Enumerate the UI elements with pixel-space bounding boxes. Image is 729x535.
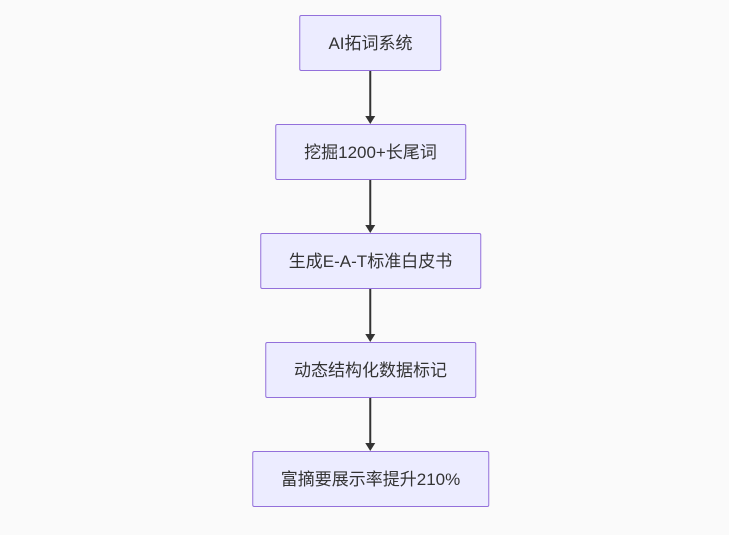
- flow-arrow-a-to-b: [365, 71, 376, 124]
- flow-node-b: 挖掘1200+长尾词: [275, 124, 466, 180]
- flow-node-e: 富摘要展示率提升210%: [251, 451, 490, 507]
- flow-node-d: 动态结构化数据标记: [264, 342, 476, 398]
- flow-arrow-c-to-d: [365, 289, 376, 342]
- flowchart: AI拓词系统挖掘1200+长尾词生成E-A-T标准白皮书动态结构化数据标记富摘要…: [251, 15, 490, 507]
- arrow-line: [369, 398, 372, 443]
- flow-arrow-b-to-c: [365, 180, 376, 233]
- arrowhead-down-icon: [365, 443, 376, 451]
- flow-node-c: 生成E-A-T标准白皮书: [259, 233, 482, 289]
- arrow-line: [369, 71, 372, 116]
- flow-arrow-d-to-e: [365, 398, 376, 451]
- arrowhead-down-icon: [365, 116, 376, 124]
- arrow-line: [369, 180, 372, 225]
- arrowhead-down-icon: [365, 225, 376, 233]
- arrow-line: [369, 289, 372, 334]
- flow-node-a: AI拓词系统: [299, 15, 442, 71]
- arrowhead-down-icon: [365, 334, 376, 342]
